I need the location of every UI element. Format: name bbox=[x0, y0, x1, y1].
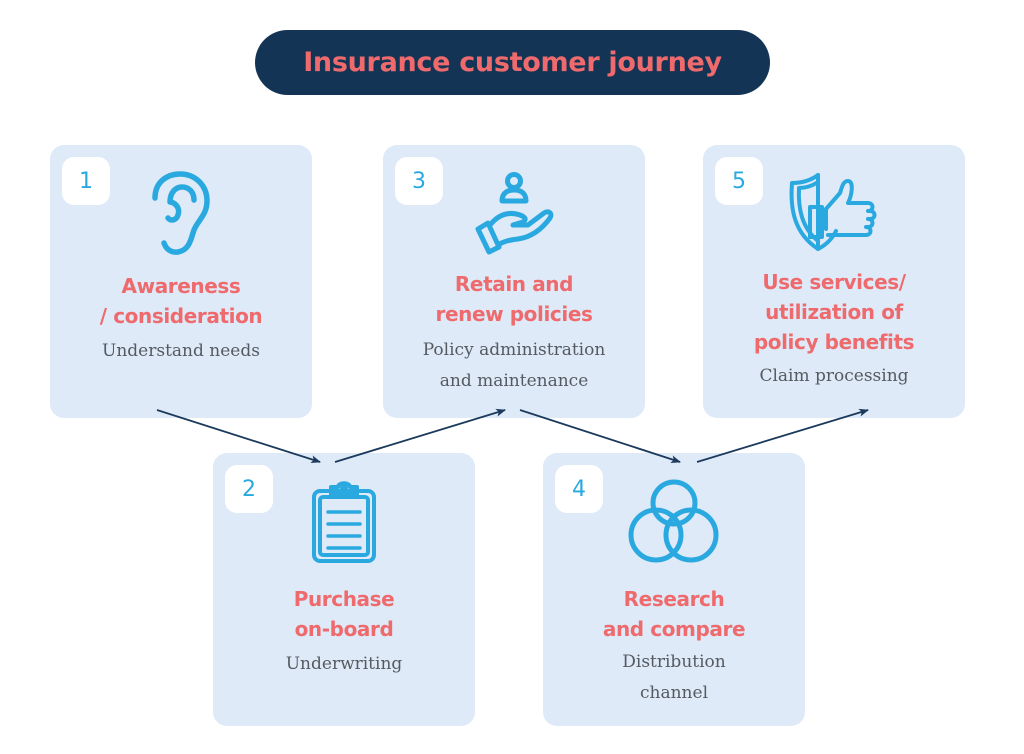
step-description-line: Claim processing bbox=[759, 366, 909, 386]
step-description-line: Understand needs bbox=[102, 341, 260, 361]
step-heading-line: Awareness bbox=[121, 274, 241, 298]
step-heading-line: utilization of bbox=[765, 300, 903, 324]
shield-thumbs-up-icon bbox=[703, 167, 965, 259]
title-banner: Insurance customer journey bbox=[255, 30, 770, 95]
step-heading-line: / consideration bbox=[99, 304, 263, 328]
ear-icon bbox=[50, 167, 312, 259]
step-description-line: and maintenance bbox=[439, 371, 589, 391]
step-description: Understand needs bbox=[58, 336, 304, 367]
step-heading-line: policy benefits bbox=[753, 330, 915, 354]
step-number-badge: 2 bbox=[225, 465, 273, 513]
step-description-line: Policy administration bbox=[422, 340, 606, 360]
step-heading: Use services/ utilization of policy bene… bbox=[711, 267, 957, 357]
step-heading: Research and compare bbox=[551, 584, 797, 644]
step-card-5: 5 Use services/ utilization of policy be… bbox=[703, 145, 965, 418]
step-description: Underwriting bbox=[221, 649, 467, 680]
diagram-title: Insurance customer journey bbox=[303, 47, 722, 78]
step-number-badge: 1 bbox=[62, 157, 110, 205]
step-card-4: 4 Research and compare Distribution chan… bbox=[543, 453, 805, 726]
step-description: Distribution channel bbox=[551, 647, 797, 709]
step-description-line: channel bbox=[640, 683, 708, 703]
step-description: Claim processing bbox=[711, 361, 957, 392]
step-number-badge: 3 bbox=[395, 157, 443, 205]
step-heading-line: and compare bbox=[602, 617, 746, 641]
step-number-badge: 5 bbox=[715, 157, 763, 205]
step-card-1: 1 Awareness / consideration Understand n… bbox=[50, 145, 312, 418]
step-heading: Retain and renew policies bbox=[391, 269, 637, 329]
step-description-line: Underwriting bbox=[285, 654, 403, 674]
step-card-3: 3 Retain and renew policies Policy admin… bbox=[383, 145, 645, 418]
step-heading-line: on-board bbox=[294, 617, 394, 641]
clipboard-icon bbox=[213, 475, 475, 567]
step-heading-line: Retain and bbox=[454, 272, 574, 296]
hand-person-icon bbox=[383, 167, 645, 259]
step-description: Policy administration and maintenance bbox=[391, 335, 637, 397]
step-description-line: Distribution bbox=[622, 652, 726, 672]
three-circles-icon bbox=[543, 475, 805, 567]
step-number-badge: 4 bbox=[555, 465, 603, 513]
step-heading-line: Purchase bbox=[293, 587, 395, 611]
step-card-2: 2 Purchase on-board Underwriting bbox=[213, 453, 475, 726]
step-heading: Awareness / consideration bbox=[58, 271, 304, 331]
step-heading-line: Research bbox=[623, 587, 725, 611]
step-heading-line: Use services/ bbox=[762, 270, 906, 294]
step-heading: Purchase on-board bbox=[221, 584, 467, 644]
step-heading-line: renew policies bbox=[435, 302, 593, 326]
